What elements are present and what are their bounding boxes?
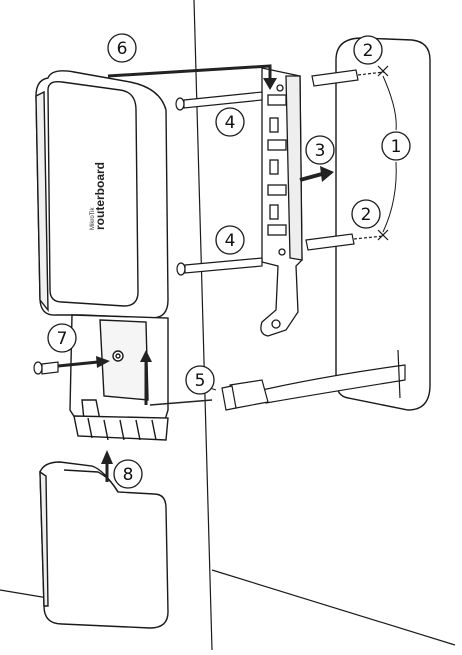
cable-cover bbox=[39, 461, 169, 629]
step-4b-marker: 4 bbox=[215, 225, 245, 255]
step-6-marker: 6 bbox=[107, 33, 137, 63]
step-1-marker: 1 bbox=[381, 131, 411, 161]
step-2a-label: 2 bbox=[363, 41, 374, 61]
step-8-marker: 8 bbox=[113, 459, 143, 489]
step-5-label: 5 bbox=[195, 371, 206, 391]
step-2b-marker: 2 bbox=[351, 199, 381, 229]
wall-anchor-top bbox=[311, 65, 389, 87]
mounting-bracket bbox=[260, 67, 303, 337]
brand-small-text: MikroTik bbox=[90, 207, 96, 230]
compartment-arrows bbox=[140, 350, 213, 406]
step-2a-marker: 2 bbox=[353, 35, 383, 65]
step-4a-label: 4 bbox=[225, 113, 236, 133]
router-device bbox=[35, 70, 169, 441]
screw-top bbox=[175, 91, 263, 111]
step-3-marker: 3 bbox=[305, 135, 335, 165]
step-4a-marker: 4 bbox=[215, 107, 245, 137]
step-5-marker: 5 bbox=[185, 365, 215, 395]
brand-logo-text: routerboard bbox=[93, 162, 107, 230]
ethernet-cable bbox=[221, 349, 406, 411]
step-3-label: 3 bbox=[315, 141, 326, 161]
wall-anchor-bottom bbox=[305, 229, 389, 251]
step-2b-label: 2 bbox=[361, 205, 372, 225]
step-6-label: 6 bbox=[117, 39, 128, 59]
step-1-label: 1 bbox=[391, 137, 402, 157]
step-4b-label: 4 bbox=[225, 231, 236, 251]
arrow-3 bbox=[299, 166, 334, 182]
distance-indicator bbox=[382, 75, 397, 233]
step-8-label: 8 bbox=[123, 465, 134, 485]
wall-panel bbox=[335, 37, 431, 411]
screw-7 bbox=[33, 356, 110, 375]
arrow-6 bbox=[107, 64, 277, 90]
arrow-8 bbox=[101, 450, 113, 482]
brand-logo: routerboard MikroTik bbox=[90, 162, 107, 230]
step-7-marker: 7 bbox=[47, 323, 77, 353]
screw-bottom bbox=[176, 257, 263, 276]
step-7-label: 7 bbox=[57, 329, 68, 349]
